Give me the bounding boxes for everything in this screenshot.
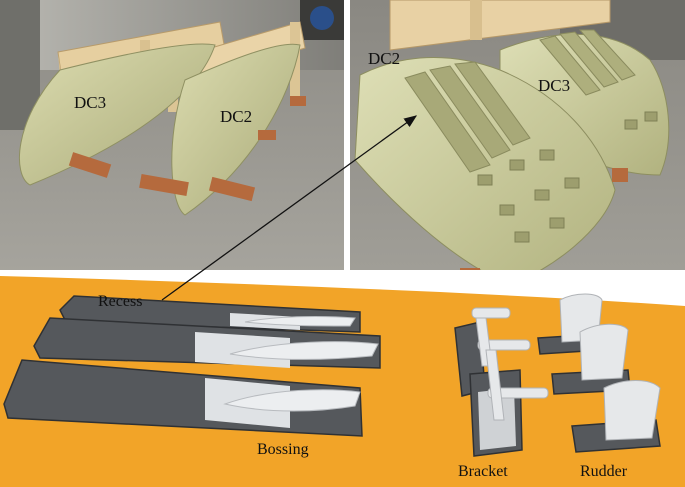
photo-moulds-closeup: DC2 DC3 [350,0,685,296]
recess-channels [404,61,531,173]
bracket-assembly [454,307,549,457]
label-dc2-left: DC2 [220,107,252,126]
label-bracket: Bracket [458,463,508,480]
label-bossing: Bossing [257,441,309,458]
label-dc3-right: DC3 [538,76,570,95]
render-hull-fixtures: Recess Bossing Bracket Rudder [0,270,685,487]
label-dc2-right: DC2 [368,49,400,68]
rudder-assembly [537,293,661,453]
mould-dc3 [19,43,216,186]
label-rudder: Rudder [580,463,628,480]
recess-channels [539,29,636,96]
wooden-frame [389,0,611,51]
bracket-pockets [477,111,658,243]
support-beam [68,152,112,178]
label-recess: Recess [98,293,142,310]
support-beam [612,168,628,182]
plate-bossing-lower [3,359,363,437]
photo-moulds-overview: DC3 DC2 [0,0,344,284]
plate-bossing-upper [33,317,381,369]
label-dc3-left: DC3 [74,93,106,112]
